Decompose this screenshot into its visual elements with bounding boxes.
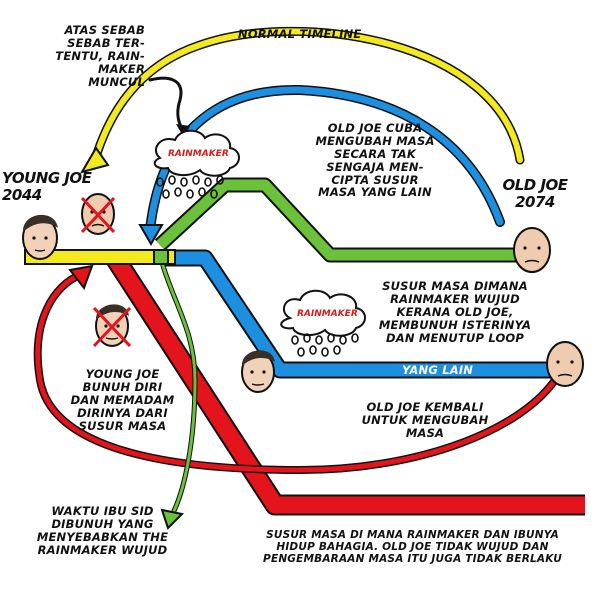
- rainmaker-label-1: RAINMAKER: [168, 149, 229, 159]
- junction-marker: [154, 250, 168, 264]
- red-timeline-caption: SUSUR MASA DI MANA RAINMAKER DAN IBUNYA …: [230, 530, 595, 565]
- yang-lain-label: YANG LAIN: [402, 364, 473, 377]
- rainmaker-cause-caption: ATAS SEBAB SEBAB TER- TENTU, RAIN- MAKER…: [50, 24, 145, 88]
- young-joe-face: [23, 215, 58, 259]
- old-joe-face: [514, 228, 550, 272]
- old-joe-label: OLD JOE 2074: [500, 177, 570, 211]
- old-joe-returns-caption: OLD JOE KEMBALI UNTUK MENGUBAH MASA: [345, 401, 505, 440]
- old-joe-face-2: [547, 342, 583, 386]
- rainmaker-cloud-2: [281, 291, 365, 356]
- young-joe-suicide-caption: YOUNG JOE BUNUH DIRI DAN MEMADAM DIRINYA…: [60, 368, 185, 432]
- normal-timeline-label: NORMAL TIMELINE: [238, 28, 361, 41]
- young-joe-face-crossed: [94, 304, 130, 346]
- young-joe-label: YOUNG JOE 2044: [2, 170, 91, 204]
- rainmaker-label-2: RAINMAKER: [297, 309, 358, 319]
- blue-timeline-caption: SUSUR MASA DIMANA RAINMAKER WUJUD KERANA…: [355, 280, 555, 344]
- young-joe-face-2: [242, 350, 275, 392]
- sid-mother-caption: WAKTU IBU SID DIBUNUH YANG MENYEBABKAN T…: [30, 505, 175, 557]
- old-joe-attempt-caption: OLD JOE CUBA MENGUBAH MASA SECARA TAK SE…: [290, 122, 460, 199]
- cause-arrow: [150, 78, 182, 128]
